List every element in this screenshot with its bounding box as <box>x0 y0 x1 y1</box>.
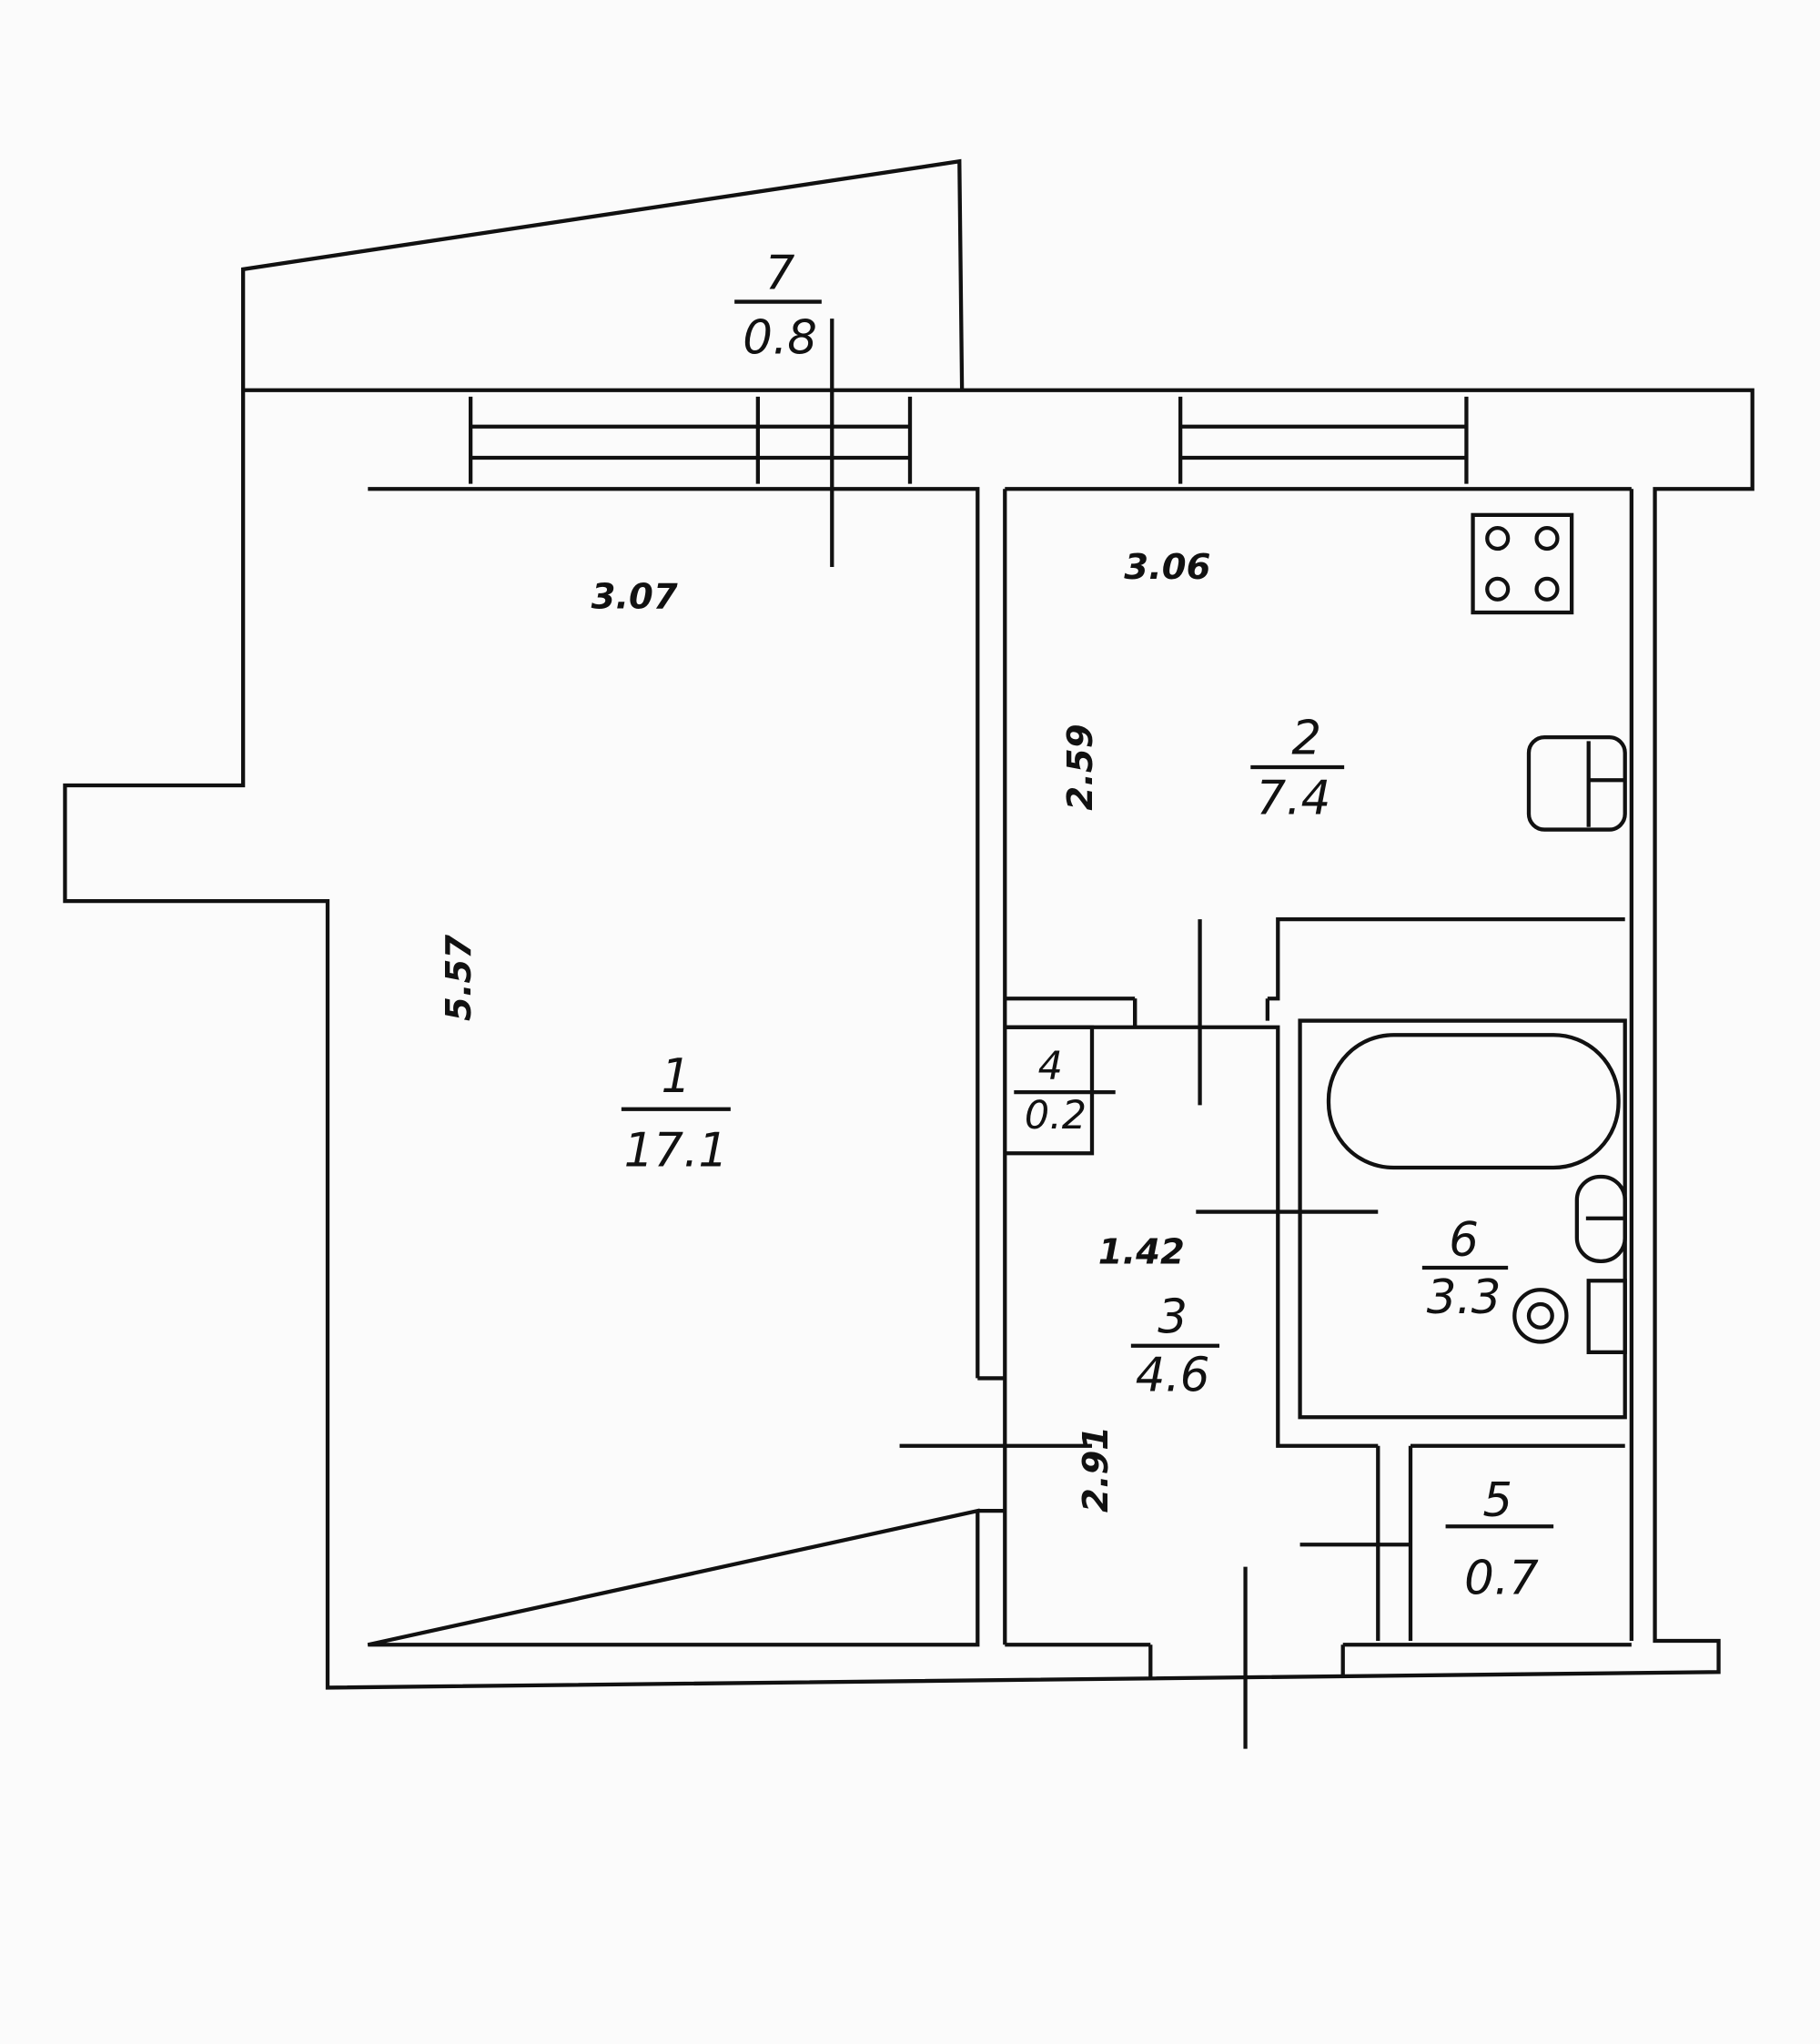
room-area: 4.6 <box>1136 1349 1210 1403</box>
room-1-label: 1 17.1 <box>621 1049 731 1179</box>
bathroom-walls <box>1298 1018 1627 1420</box>
window-kitchen <box>1178 396 1469 484</box>
room-number: 2 <box>1291 712 1321 766</box>
dim-room2-width: 3.06 <box>1124 547 1210 588</box>
room-7-label: 7 0.8 <box>734 246 822 366</box>
stove-icon <box>1471 512 1574 615</box>
dim-room1-length: 5.57 <box>439 935 480 1021</box>
dim-room2-length: 2.59 <box>1060 723 1101 810</box>
room-4-label: 4 0.2 <box>1014 1044 1116 1138</box>
room-5-label: 5 0.7 <box>1445 1473 1554 1606</box>
room-area: 0.8 <box>743 311 817 366</box>
room-area: 7.4 <box>1257 771 1331 825</box>
exterior-wall <box>63 388 1754 1690</box>
sink-icon <box>1526 735 1627 832</box>
room-area: 3.3 <box>1427 1270 1502 1325</box>
room-area: 17.1 <box>624 1124 728 1179</box>
room-area: 0.2 <box>1025 1093 1087 1138</box>
room-3-label: 3 4.6 <box>1130 1290 1219 1403</box>
bathtub-icon <box>1326 1033 1621 1170</box>
room-6-label: 6 3.3 <box>1421 1213 1509 1325</box>
toilet-icon <box>1512 1279 1627 1354</box>
room-area: 0.7 <box>1464 1552 1539 1606</box>
room-number: 6 <box>1449 1213 1479 1268</box>
washbasin-icon <box>1574 1174 1627 1263</box>
door-marks <box>830 319 1410 1749</box>
room-number: 4 <box>1038 1044 1063 1089</box>
dim-room3-width: 1.42 <box>1098 1232 1185 1273</box>
room-number: 1 <box>661 1049 691 1104</box>
room-number: 5 <box>1482 1473 1512 1528</box>
dim-room3-length: 2.91 <box>1076 1426 1117 1513</box>
dim-room1-width: 3.07 <box>592 577 678 618</box>
room-number: 3 <box>1158 1290 1188 1344</box>
room-2-label: 2 7.4 <box>1250 712 1345 825</box>
room1-inner-wall <box>367 487 980 1647</box>
window-room1 <box>469 396 913 484</box>
room-number: 7 <box>765 246 795 300</box>
balcony-outline <box>241 158 965 390</box>
